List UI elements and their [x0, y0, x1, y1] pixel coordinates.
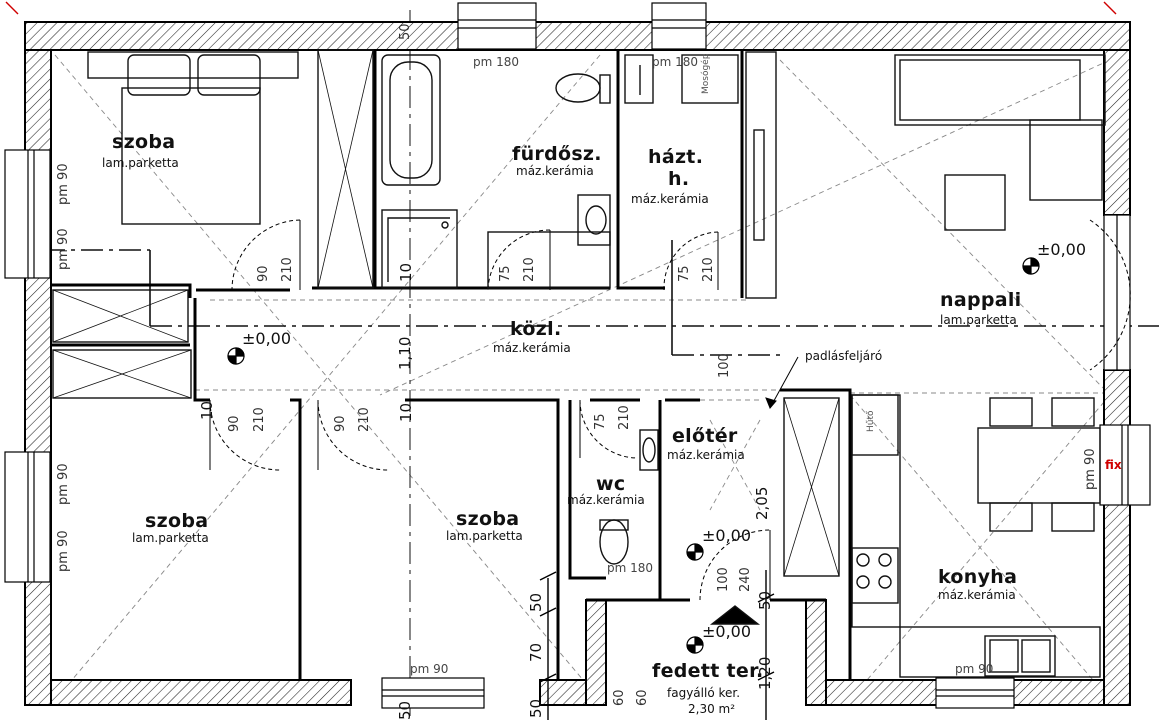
dim-210-f: 210	[617, 405, 632, 430]
window-label-bottom-2: pm 90	[955, 662, 994, 676]
window-label-top-2: pm 180	[652, 55, 699, 69]
room-material-szoba-2: lam.parketta	[132, 531, 209, 545]
window-label-left-2b: pm 90	[56, 530, 71, 572]
level-eloter: ±0,00	[702, 526, 752, 545]
furniture	[52, 49, 1106, 678]
window-label-wc: pm 180	[607, 561, 654, 575]
dim-210-d: 210	[252, 407, 267, 432]
dim-50-r: 50	[527, 592, 545, 612]
room-area-fedett: 2,30 m²	[688, 702, 736, 716]
dimension-ticks	[5, 1, 1117, 720]
dim-240: 240	[738, 567, 753, 592]
dim-210-c: 210	[701, 257, 716, 282]
door-swings	[209, 219, 1131, 601]
dim-60-a: 60	[612, 689, 627, 706]
label-fix: fix	[1105, 458, 1122, 472]
dim-100-b: 100	[716, 567, 731, 592]
dim-90-a: 90	[256, 265, 271, 282]
window-label-bottom-1: pm 90	[410, 662, 449, 676]
window-label-left-1b: pm 90	[56, 228, 71, 270]
dim-50-c: 50	[756, 590, 774, 610]
room-material-furdo: máz.kerámia	[516, 164, 594, 178]
window-label-left-2a: pm 90	[56, 463, 71, 505]
room-name-furdo: fürdősz.	[512, 143, 602, 165]
room-name-hazt: házt.	[648, 146, 704, 168]
room-name-szoba-3: szoba	[456, 508, 520, 530]
dim-210-a: 210	[280, 257, 295, 282]
room-material-szoba-1: lam.parketta	[102, 156, 179, 170]
room-name-wc: wc	[596, 473, 626, 495]
room-material-nappali: lam.parketta	[940, 313, 1017, 327]
interior-walls	[51, 50, 852, 680]
level-kozl: ±0,00	[242, 329, 292, 348]
dim-70: 70	[527, 642, 545, 662]
label-mosogep: Mosógép	[701, 53, 711, 94]
window-label-top-1: pm 180	[473, 55, 520, 69]
dim-120: 1,20	[756, 656, 774, 690]
dim-10-b: 10	[198, 400, 216, 420]
window-label-left-1a: pm 90	[56, 163, 71, 205]
dim-10-a: 10	[397, 262, 415, 282]
dim-100: 100	[717, 353, 732, 378]
room-material-wc: máz.kerámia	[567, 493, 645, 507]
section-line	[5, 10, 1159, 720]
dim-210-b: 210	[522, 257, 537, 282]
padlas-leader	[765, 356, 799, 409]
dim-90-b: 90	[227, 415, 242, 432]
dim-205: 2,05	[753, 486, 771, 520]
room-material-szoba-3: lam.parketta	[446, 529, 523, 543]
room-material-kozl: máz.kerámia	[493, 341, 571, 355]
level-fedett: ±0,00	[702, 622, 752, 641]
dim-210-e: 210	[357, 407, 372, 432]
dim-50-top: 50	[398, 23, 413, 40]
room-name-eloter: előtér	[672, 425, 738, 447]
dim-75-a: 75	[498, 265, 513, 282]
room-material-konyha: máz.kerámia	[938, 588, 1016, 602]
room-name-nappali: nappali	[940, 289, 1022, 311]
room-material-hazt: máz.kerámia	[631, 192, 709, 206]
dim-90-c: 90	[333, 415, 348, 432]
dim-60-b: 60	[635, 689, 650, 706]
window-label-right: pm 90	[1083, 448, 1098, 490]
dim-75-c: 75	[593, 413, 608, 430]
dim-110: 1,10	[396, 336, 414, 370]
level-nappali: ±0,00	[1037, 240, 1087, 259]
room-name-szoba-2: szoba	[145, 510, 209, 532]
windows	[4, 2, 1151, 709]
room-name-hazt-2: h.	[668, 168, 690, 190]
dim-50-b: 50	[527, 698, 545, 718]
label-padlasfeljaro: padlásfeljáró	[805, 349, 883, 363]
room-name-kozl: közl.	[510, 318, 562, 340]
room-name-konyha: konyha	[938, 566, 1018, 588]
room-material-eloter: máz.kerámia	[667, 448, 745, 462]
room-name-szoba-1: szoba	[112, 131, 176, 153]
room-name-fedett: fedett ter.	[652, 660, 764, 682]
dim-50-d: 50	[396, 700, 414, 720]
dim-75-b: 75	[677, 265, 692, 282]
label-hut: Hűtő	[866, 410, 876, 432]
dim-10-c: 10	[397, 402, 415, 422]
room-material-fedett: fagyálló ker.	[667, 686, 741, 700]
elevation-markers	[227, 257, 1040, 654]
